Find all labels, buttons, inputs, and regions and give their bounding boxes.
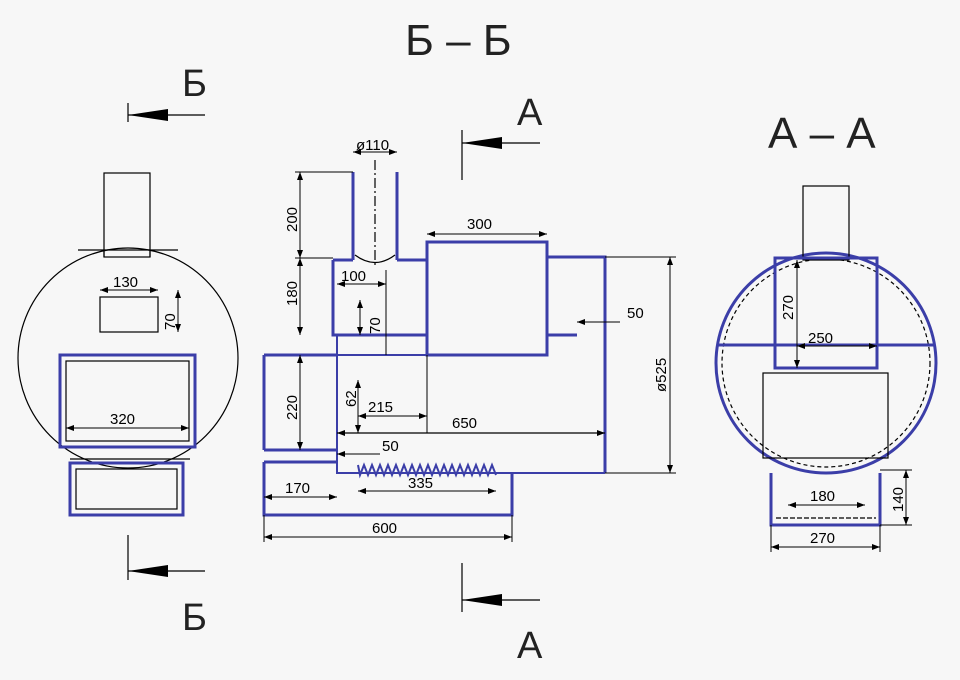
- aa-firebox: [762, 372, 889, 459]
- heat-chamber-extension: [545, 255, 607, 473]
- aa-ashpit: [769, 473, 882, 527]
- dim-215: 215: [368, 399, 393, 416]
- front-ash-door: [68, 461, 185, 517]
- dim-170: 170: [285, 480, 310, 497]
- heat-chamber: [425, 240, 549, 357]
- dim-d110: ø110: [356, 137, 389, 154]
- front-firebox-door: [58, 353, 197, 449]
- chimney-pipe: [351, 172, 399, 260]
- front-dim-320: 320: [110, 411, 135, 428]
- section-bb-title: Б – Б: [405, 16, 512, 65]
- section-label-b-bottom: Б: [182, 597, 207, 639]
- aa-dim-180: 180: [810, 488, 835, 505]
- aa-dim-250: 250: [808, 330, 833, 347]
- dim-300: 300: [467, 216, 492, 233]
- dim-50-right: 50: [627, 305, 644, 322]
- aa-dim-270-h: 270: [810, 530, 835, 547]
- front-upper-door: [99, 296, 159, 333]
- front-view: 130 70 320 Б Б: [17, 63, 239, 639]
- dim-70: 70: [367, 317, 384, 334]
- grate: [357, 462, 497, 479]
- main-body-outline: [336, 335, 605, 474]
- aa-dim-140: 140: [890, 487, 907, 512]
- aa-dim-270-v: 270: [780, 295, 797, 320]
- front-dim-130: 130: [113, 274, 138, 291]
- front-chimney-flange: [78, 249, 178, 257]
- section-label-b-top: Б: [182, 63, 207, 105]
- dim-335: 335: [408, 475, 433, 492]
- dim-180: 180: [284, 281, 301, 306]
- dim-600: 600: [372, 520, 397, 537]
- aa-body-circle-inner: [721, 258, 931, 468]
- front-firebox-door-inner: [65, 360, 190, 442]
- section-aa-title: А – А: [768, 109, 876, 158]
- aa-chimney: [802, 185, 850, 261]
- front-body-circle: [17, 247, 239, 469]
- front-ash-door-inner: [75, 468, 178, 510]
- front-chimney: [103, 172, 151, 258]
- chimney-bottom-arc: [354, 254, 396, 264]
- ashpit-extension: [262, 460, 514, 517]
- dim-200: 200: [284, 207, 301, 232]
- section-aa-view: А – А 270 250 180 140 270: [714, 109, 938, 552]
- dim-650: 650: [452, 415, 477, 432]
- dim-50-grate: 50: [382, 438, 399, 455]
- aa-flue-box: [773, 256, 879, 370]
- section-label-a-top: А: [517, 92, 543, 134]
- aa-body-circle: [714, 251, 938, 475]
- section-bb-view: Б – Б А А ø110 200: [262, 16, 676, 667]
- dim-100: 100: [341, 268, 366, 285]
- dim-220: 220: [284, 395, 301, 420]
- front-dim-70: 70: [162, 313, 179, 330]
- section-label-a-bottom: А: [517, 625, 543, 667]
- dim-d525: ø525: [653, 358, 670, 392]
- dim-62: 62: [343, 390, 360, 407]
